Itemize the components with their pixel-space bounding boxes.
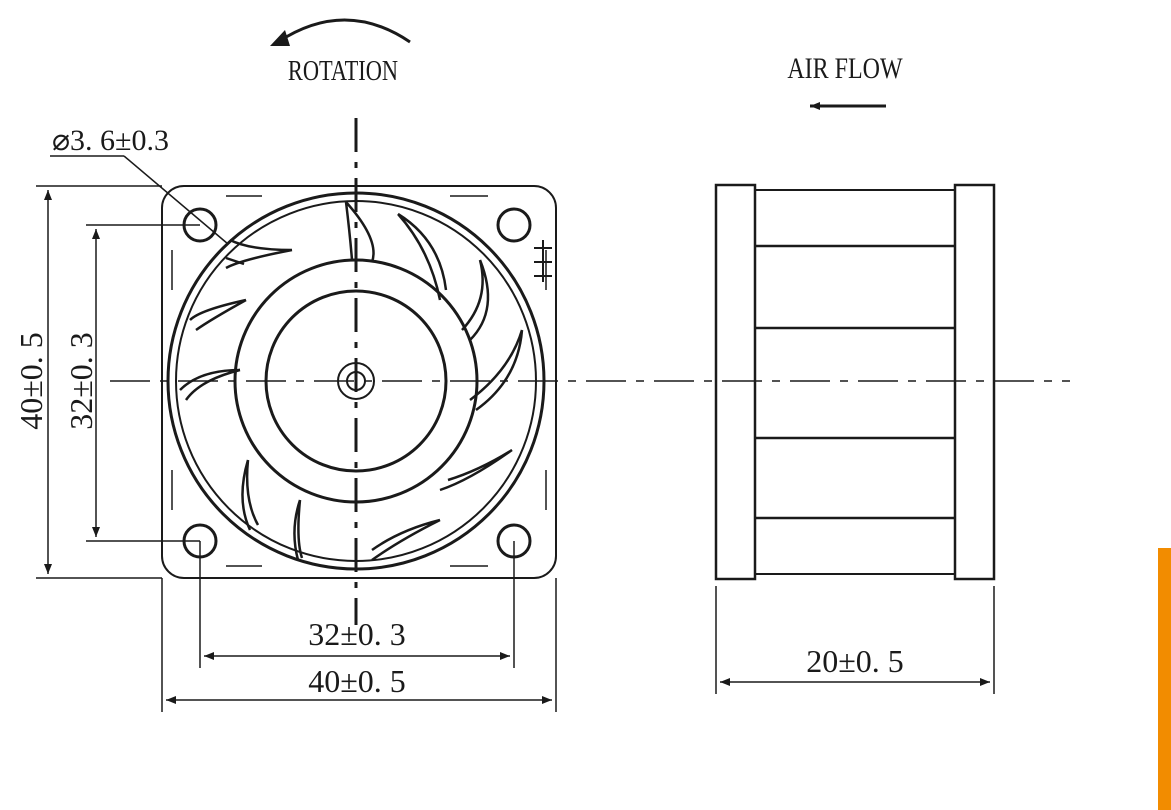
accent-bar <box>1158 548 1171 810</box>
frame-bevel <box>171 195 547 567</box>
fan-shroud-outer <box>166 191 546 571</box>
fan-frame-outer <box>161 185 557 579</box>
hole-leader <box>123 155 229 245</box>
rotation-label: ROTATION <box>288 56 398 87</box>
fan-blades <box>179 201 524 562</box>
height-inner-label: 32±0. 3 <box>63 332 99 430</box>
rotation-arrow <box>277 18 411 44</box>
fan-hub-inner <box>264 289 448 473</box>
hub-center-outer <box>337 362 375 400</box>
fan-hub-outer <box>233 258 479 504</box>
width-outer-label: 40±0. 5 <box>308 663 406 699</box>
width-inner-label: 32±0. 3 <box>308 616 406 652</box>
depth-label: 20±0. 5 <box>806 643 904 679</box>
hole-diameter-label: ⌀3. 6±0.3 <box>52 124 169 157</box>
frame-marking <box>534 240 552 282</box>
airflow-label: AIR FLOW <box>787 51 903 84</box>
hub-center-inner <box>346 371 366 391</box>
fan-shroud-inner <box>175 200 537 562</box>
rotation-arrowhead <box>270 30 290 46</box>
fan-side-view <box>714 183 996 581</box>
height-outer-label: 40±0. 5 <box>13 332 49 430</box>
